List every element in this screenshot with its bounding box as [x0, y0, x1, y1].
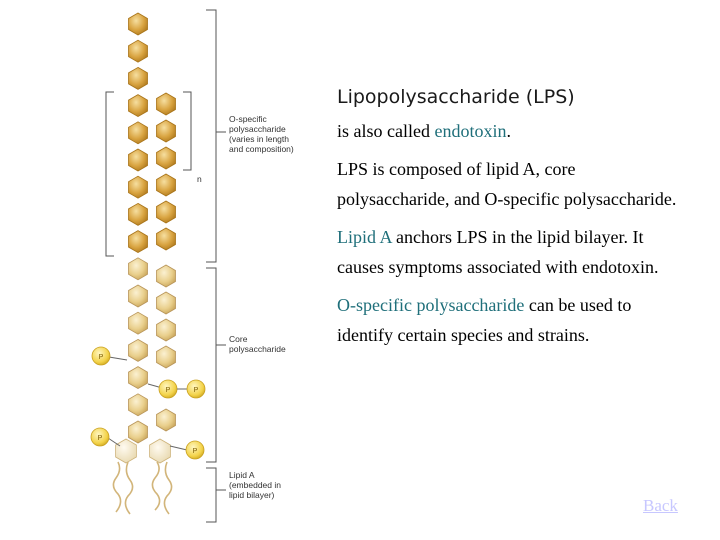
o-specific-sugar: [128, 66, 148, 90]
core-label-line: polysaccharide: [229, 344, 286, 354]
o-specific-sugar: [156, 173, 176, 197]
paragraph-text: anchors LPS in the lipid bilayer. It cau…: [337, 227, 659, 277]
o-specific-label-line: (varies in length: [229, 134, 289, 144]
core-sugar: [128, 338, 148, 362]
core-sugar: [128, 420, 148, 444]
paragraph-composition: LPS is composed of lipid A, core polysac…: [337, 159, 677, 209]
lipid-a-label-line: lipid bilayer): [229, 490, 275, 500]
o-specific-sugar: [156, 200, 176, 224]
svg-text:P: P: [193, 448, 198, 455]
core-sugar: [128, 257, 148, 281]
core-sugar: [128, 366, 148, 390]
svg-text:P: P: [166, 387, 171, 394]
lipid-a-sugar: [149, 438, 171, 464]
o-specific-sugar: [128, 39, 148, 63]
core-sugar: [128, 393, 148, 417]
o-specific-sugar: [128, 121, 148, 145]
phosphate-group: P: [169, 440, 205, 460]
o-specific-sugar: [128, 202, 148, 226]
o-specific-sugar: [128, 148, 148, 172]
paragraph-endotoxin: is also called endotoxin.: [337, 116, 677, 146]
o-specific-sugar: [128, 175, 148, 199]
o-specific-sugar: [156, 119, 176, 143]
paragraph-o-specific: O-specific polysaccharide can be used to…: [337, 290, 677, 350]
term-o-specific: O-specific polysaccharide: [337, 295, 525, 315]
core-sugar: [128, 311, 148, 335]
page-title: Lipopolysaccharide (LPS): [337, 86, 575, 108]
o-specific-sugar: [128, 94, 148, 118]
o-specific-sugar: [156, 92, 176, 116]
term-lipid-a: Lipid A: [337, 227, 392, 247]
o-specific-label-line: and composition): [229, 144, 294, 154]
phosphate-group: P: [147, 379, 178, 399]
o-specific-label-line: O-specific: [229, 114, 268, 124]
o-specific-sugar: [156, 227, 176, 251]
core-sugar: [156, 264, 176, 288]
phosphate-group: P: [91, 346, 128, 366]
svg-text:P: P: [98, 435, 103, 442]
core-sugar: [156, 291, 176, 315]
core-sugar: [156, 318, 176, 342]
o-specific-sugar: [156, 146, 176, 170]
lipid-a-sugar: [115, 438, 137, 464]
sugar-chain: [115, 12, 176, 464]
o-specific-sugar: [128, 230, 148, 254]
phosphate-group: P: [177, 379, 206, 399]
bracket-lines: [105, 9, 226, 523]
fatty-acid-tails: [112, 461, 173, 515]
core-sugar: [128, 284, 148, 308]
paragraph-text: .: [506, 121, 511, 141]
paragraph-text: can be used to identify certain species …: [337, 295, 632, 345]
text-panel: Lipopolysaccharide (LPS) is also called …: [337, 86, 677, 358]
term-endotoxin: endotoxin: [434, 121, 507, 141]
lipid-a-label-line: (embedded in: [229, 480, 281, 490]
back-link[interactable]: Back: [643, 496, 678, 515]
phosphate-groups: P P P P P: [90, 346, 206, 460]
repeat-n-label: n: [197, 174, 202, 184]
o-specific-label-line: polysaccharide: [229, 124, 286, 134]
core-sugar: [156, 408, 176, 432]
core-sugar: [156, 345, 176, 369]
o-specific-sugar: [128, 12, 148, 36]
lipid-a-label-line: Lipid A: [229, 470, 255, 480]
core-label-line: Core: [229, 334, 248, 344]
paragraph-lipid-a: Lipid A anchors LPS in the lipid bilayer…: [337, 222, 677, 282]
paragraph-text: is also called: [337, 121, 435, 141]
lps-structure-diagram: P P P P P O-specific polysaccharide (var…: [90, 9, 294, 523]
svg-text:P: P: [99, 354, 104, 361]
phosphate-group: P: [90, 427, 121, 447]
svg-text:P: P: [194, 387, 199, 394]
